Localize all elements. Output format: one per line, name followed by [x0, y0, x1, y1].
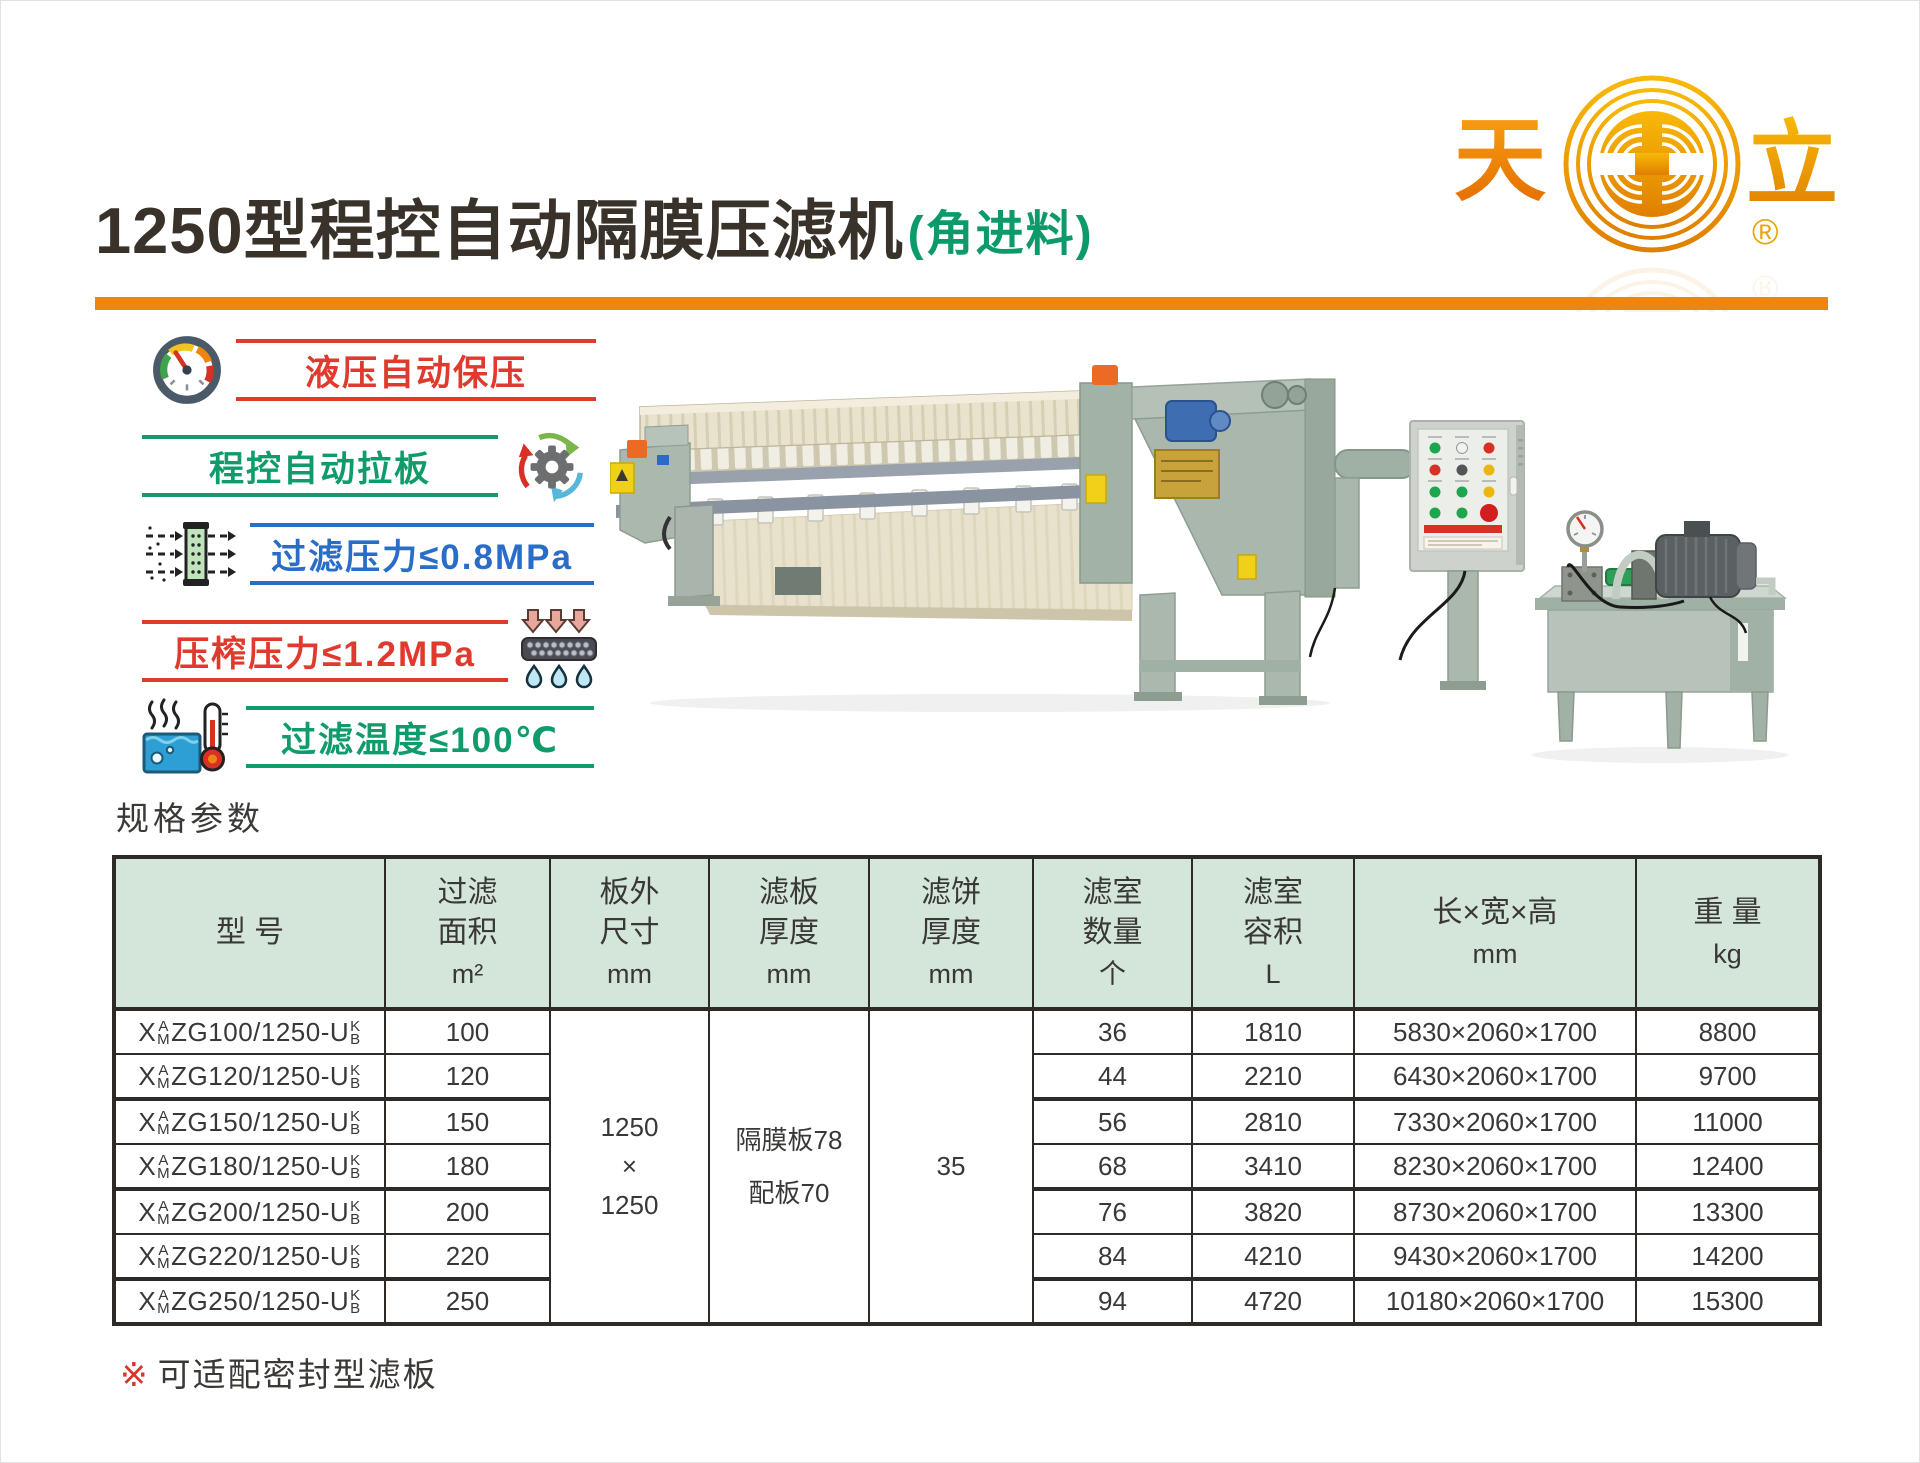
spec-cell: 9430×2060×1700	[1353, 1233, 1637, 1281]
spec-cell: 100	[384, 1008, 551, 1055]
spec-cell: 36	[1032, 1008, 1193, 1055]
spec-cell: 94	[1032, 1278, 1193, 1325]
spec-cell: 3820	[1191, 1188, 1355, 1235]
feature-badge-auto-plate: 程控自动拉板	[142, 426, 594, 506]
spec-cell: 3410	[1191, 1143, 1355, 1191]
spec-cell: 11000	[1635, 1098, 1821, 1145]
press-droplets-icon	[520, 608, 598, 694]
registered-mark: ®	[1752, 211, 1779, 252]
spec-cell: 35	[868, 1008, 1034, 1325]
spec-cell: 56	[1032, 1098, 1193, 1145]
page-title: 1250型程控自动隔膜压滤机(角进料)	[95, 178, 1094, 272]
filter-plate-icon	[142, 518, 238, 590]
spec-cell: 14200	[1635, 1233, 1821, 1281]
filter-press-illustration	[609, 365, 1788, 763]
hydraulic-unit-illustration	[1535, 510, 1788, 749]
feature-label: 程控自动拉板	[142, 435, 498, 497]
spec-cell: 15300	[1635, 1278, 1821, 1325]
brand-logo: 天 立 ®	[1446, 62, 1856, 312]
spec-cell: 84	[1032, 1233, 1193, 1281]
feature-label: 液压自动保压	[236, 339, 596, 401]
spec-cell: 76	[1032, 1188, 1193, 1235]
spec-cell: 8230×2060×1700	[1353, 1143, 1637, 1191]
orange-divider	[95, 297, 1828, 310]
thermometer-icon	[142, 698, 234, 776]
spec-cell: 2210	[1191, 1053, 1355, 1101]
spec-cell: 44	[1032, 1053, 1193, 1101]
feature-label: 压榨压力≤1.2MPa	[142, 620, 508, 682]
feature-label: 过滤温度≤100℃	[246, 706, 594, 768]
spec-cell: 68	[1032, 1143, 1193, 1191]
feature-badge-squeeze-pressure: 压榨压力≤1.2MPa	[142, 608, 598, 694]
spec-cell: 12400	[1635, 1143, 1821, 1191]
logo-char-li: 立	[1746, 114, 1838, 216]
feature-badge-hydraulic: 液压自动保压	[150, 333, 596, 407]
spec-cell: 1810	[1191, 1008, 1355, 1055]
spec-cell: 4210	[1191, 1233, 1355, 1281]
feature-badge-filter-temperature: 过滤温度≤100℃	[142, 698, 594, 776]
spec-cell: 13300	[1635, 1188, 1821, 1235]
spec-cell: 8730×2060×1700	[1353, 1188, 1637, 1235]
spec-cell: 200	[384, 1188, 551, 1235]
page-title-main: 1250型程控自动隔膜压滤机	[95, 194, 904, 267]
gear-sync-icon	[510, 426, 594, 506]
spec-col-header: 滤室数量个	[1032, 856, 1193, 1011]
spec-cell: 10180×2060×1700	[1353, 1278, 1637, 1325]
spec-cell: 7330×2060×1700	[1353, 1098, 1637, 1145]
spec-section-title: 规格参数	[116, 800, 264, 837]
spec-cell: 120	[384, 1053, 551, 1101]
logo-char-tian: 天	[1454, 110, 1546, 212]
gauge-icon	[150, 333, 224, 407]
spec-cell: 150	[384, 1098, 551, 1145]
spec-cell: 1250×1250	[549, 1008, 710, 1325]
spec-cell: 180	[384, 1143, 551, 1191]
spec-cell: 6430×2060×1700	[1353, 1053, 1637, 1101]
spec-cell: 9700	[1635, 1053, 1821, 1101]
spec-cell: 4720	[1191, 1278, 1355, 1325]
spec-cell: 220	[384, 1233, 551, 1281]
footnote-text: 可适配密封型滤板	[157, 1356, 438, 1393]
product-photo	[609, 355, 1810, 775]
page-title-paren: (角进料)	[907, 208, 1094, 261]
feature-badge-filter-pressure: 过滤压力≤0.8MPa	[142, 518, 594, 590]
brand-logo-icon: 天 立 ®	[1446, 75, 1856, 312]
spec-cell: 2810	[1191, 1098, 1355, 1145]
footnote-mark: ※	[120, 1356, 150, 1393]
spec-col-header: 型 号	[113, 856, 386, 1011]
brand-emblem-icon	[1563, 75, 1741, 253]
spec-cell: 250	[384, 1278, 551, 1325]
spec-cell: 5830×2060×1700	[1353, 1008, 1637, 1055]
feature-label: 过滤压力≤0.8MPa	[250, 523, 594, 585]
spec-cell: 8800	[1635, 1008, 1821, 1055]
footnote: ※可适配密封型滤板	[120, 1348, 438, 1396]
